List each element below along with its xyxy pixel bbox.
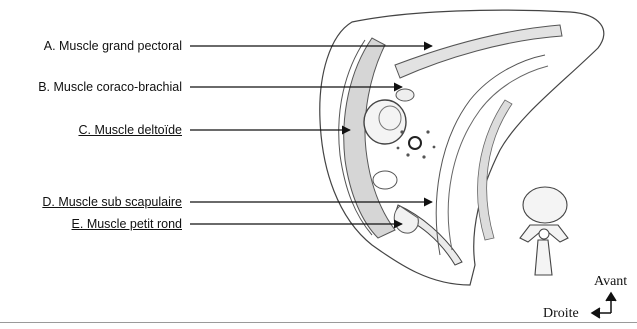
label-muscle-deltoide: C. Muscle deltoïde xyxy=(78,123,182,137)
lower-oval-structure xyxy=(373,171,397,189)
chest-wall-inner xyxy=(448,66,548,250)
humeral-head xyxy=(364,100,406,144)
label-muscle-petit-rond: E. Muscle petit rond xyxy=(72,217,182,231)
coracobrachialis-muscle xyxy=(396,89,414,101)
orientation-arrows xyxy=(592,293,616,318)
teres-minor-muscle xyxy=(394,206,418,233)
spinal-canal xyxy=(539,229,549,239)
rib-band-shading xyxy=(478,100,512,240)
label-muscle-coraco-brachial: B. Muscle coraco-brachial xyxy=(38,80,182,94)
label-muscle-grand-pectoral: A. Muscle grand pectoral xyxy=(44,39,182,53)
pectoralis-major-muscle xyxy=(395,25,562,78)
bottom-divider xyxy=(0,322,637,323)
label-muscle-sub-scapulaire: D. Muscle sub scapulaire xyxy=(42,195,182,209)
axillary-vessel xyxy=(409,137,421,149)
orientation-label-avant: Avant xyxy=(594,274,627,290)
orientation-label-droite: Droite xyxy=(543,306,579,322)
